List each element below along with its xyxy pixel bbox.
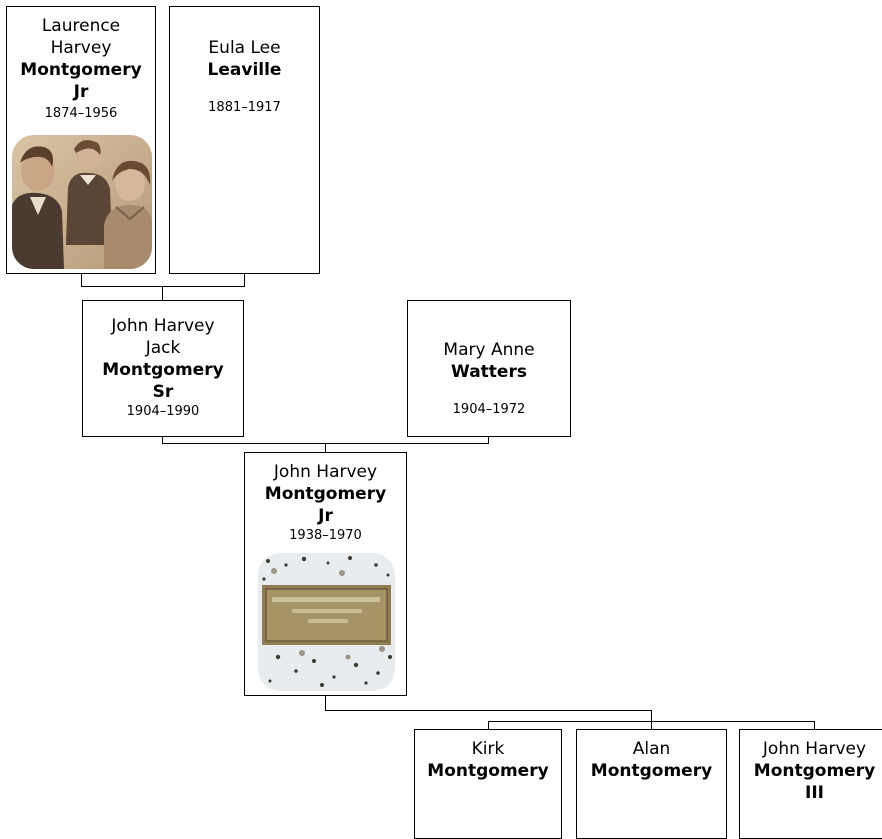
given-name: Harvey <box>50 38 112 58</box>
surname: Montgomery <box>590 761 713 781</box>
given-name: John Harvey <box>111 316 215 336</box>
connector-line <box>162 436 163 443</box>
given-name: John Harvey <box>762 739 867 759</box>
person-card-laurence-harvey-montgomery-jr[interactable]: Laurence Harvey Montgomery Jr 1874–1956 <box>6 6 156 274</box>
given-name: John Harvey <box>273 462 378 482</box>
connector-line <box>488 721 489 729</box>
family-portrait-photo[interactable] <box>12 135 152 269</box>
person-card-mary-anne-watters[interactable]: Mary Anne Watters 1904–1972 <box>407 300 571 437</box>
surname: Montgomery <box>102 360 224 380</box>
person-card-eula-lee-leaville[interactable]: Eula Lee Leaville 1881–1917 <box>169 6 320 274</box>
surname: Leaville <box>207 60 282 80</box>
surname-suffix: Sr <box>152 382 174 402</box>
surname: Watters <box>451 362 527 382</box>
given-name: Mary Anne <box>443 340 535 360</box>
connector-line <box>488 436 489 443</box>
given-name: Alan <box>632 739 671 759</box>
given-name: Eula Lee <box>208 38 281 58</box>
life-dates: 1904–1972 <box>452 402 526 417</box>
connector-line <box>325 710 652 711</box>
grave-marker-photo[interactable] <box>258 553 395 691</box>
surname-suffix: Jr <box>73 82 89 102</box>
surname: Montgomery <box>264 484 387 504</box>
connector-line <box>651 721 652 729</box>
connector-line <box>325 443 326 452</box>
surname-suffix: III <box>805 783 824 803</box>
surname-suffix: Jr <box>318 506 333 526</box>
connector-line <box>244 273 245 286</box>
connector-line <box>162 286 163 300</box>
given-name: Kirk <box>471 739 505 759</box>
person-card-alan-montgomery[interactable]: Alan Montgomery <box>576 729 727 839</box>
nickname: Jack <box>145 338 181 358</box>
life-dates: 1904–1990 <box>126 404 200 419</box>
person-card-john-harvey-montgomery-iii[interactable]: John Harvey Montgomery III <box>739 729 882 839</box>
connector-line <box>325 695 326 710</box>
connector-line <box>81 273 82 286</box>
given-name: Laurence <box>41 16 121 36</box>
life-dates: 1881–1917 <box>208 100 281 115</box>
person-card-john-harvey-jack-montgomery-sr[interactable]: John Harvey Jack Montgomery Sr 1904–1990 <box>82 300 244 437</box>
surname: Montgomery <box>753 761 876 781</box>
life-dates: 1938–1970 <box>289 528 362 543</box>
life-dates: 1874–1956 <box>44 106 118 121</box>
surname: Montgomery <box>427 761 549 781</box>
connector-line <box>651 710 652 721</box>
connector-line <box>814 721 815 729</box>
person-card-john-harvey-montgomery-jr[interactable]: John Harvey Montgomery Jr 1938–1970 <box>244 452 407 696</box>
person-card-kirk-montgomery[interactable]: Kirk Montgomery <box>414 729 562 839</box>
surname: Montgomery <box>20 60 142 80</box>
connector-line <box>81 286 245 287</box>
